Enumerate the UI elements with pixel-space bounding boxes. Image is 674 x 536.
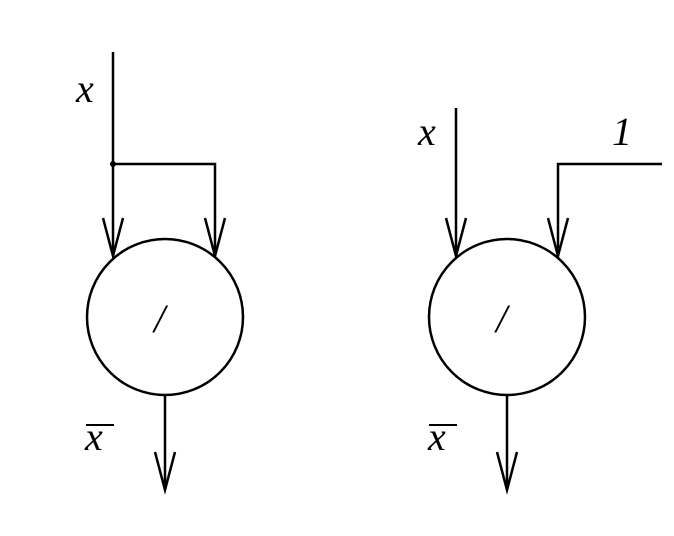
right-input-arrowhead-1 xyxy=(444,217,468,261)
left-junction-dot xyxy=(110,161,116,167)
left-input-arrowhead-1 xyxy=(101,217,125,261)
right-constant-wire xyxy=(556,162,662,255)
right-input-arrowhead-2 xyxy=(546,217,570,261)
right-output-label: x xyxy=(427,414,446,459)
left-branch-wire xyxy=(113,162,217,255)
right-constant-label: 1 xyxy=(612,109,632,154)
left-output-arrowhead xyxy=(153,451,177,495)
left-gate-operator: / xyxy=(152,296,169,341)
right-gate-operator: / xyxy=(494,296,511,341)
right-output-arrowhead xyxy=(495,451,519,495)
right-input-label: x xyxy=(417,109,436,154)
left-input-label: x xyxy=(75,66,94,111)
left-gate: / x x xyxy=(75,52,245,495)
right-gate: / x 1 x xyxy=(417,108,662,495)
left-output-label: x xyxy=(84,414,103,459)
